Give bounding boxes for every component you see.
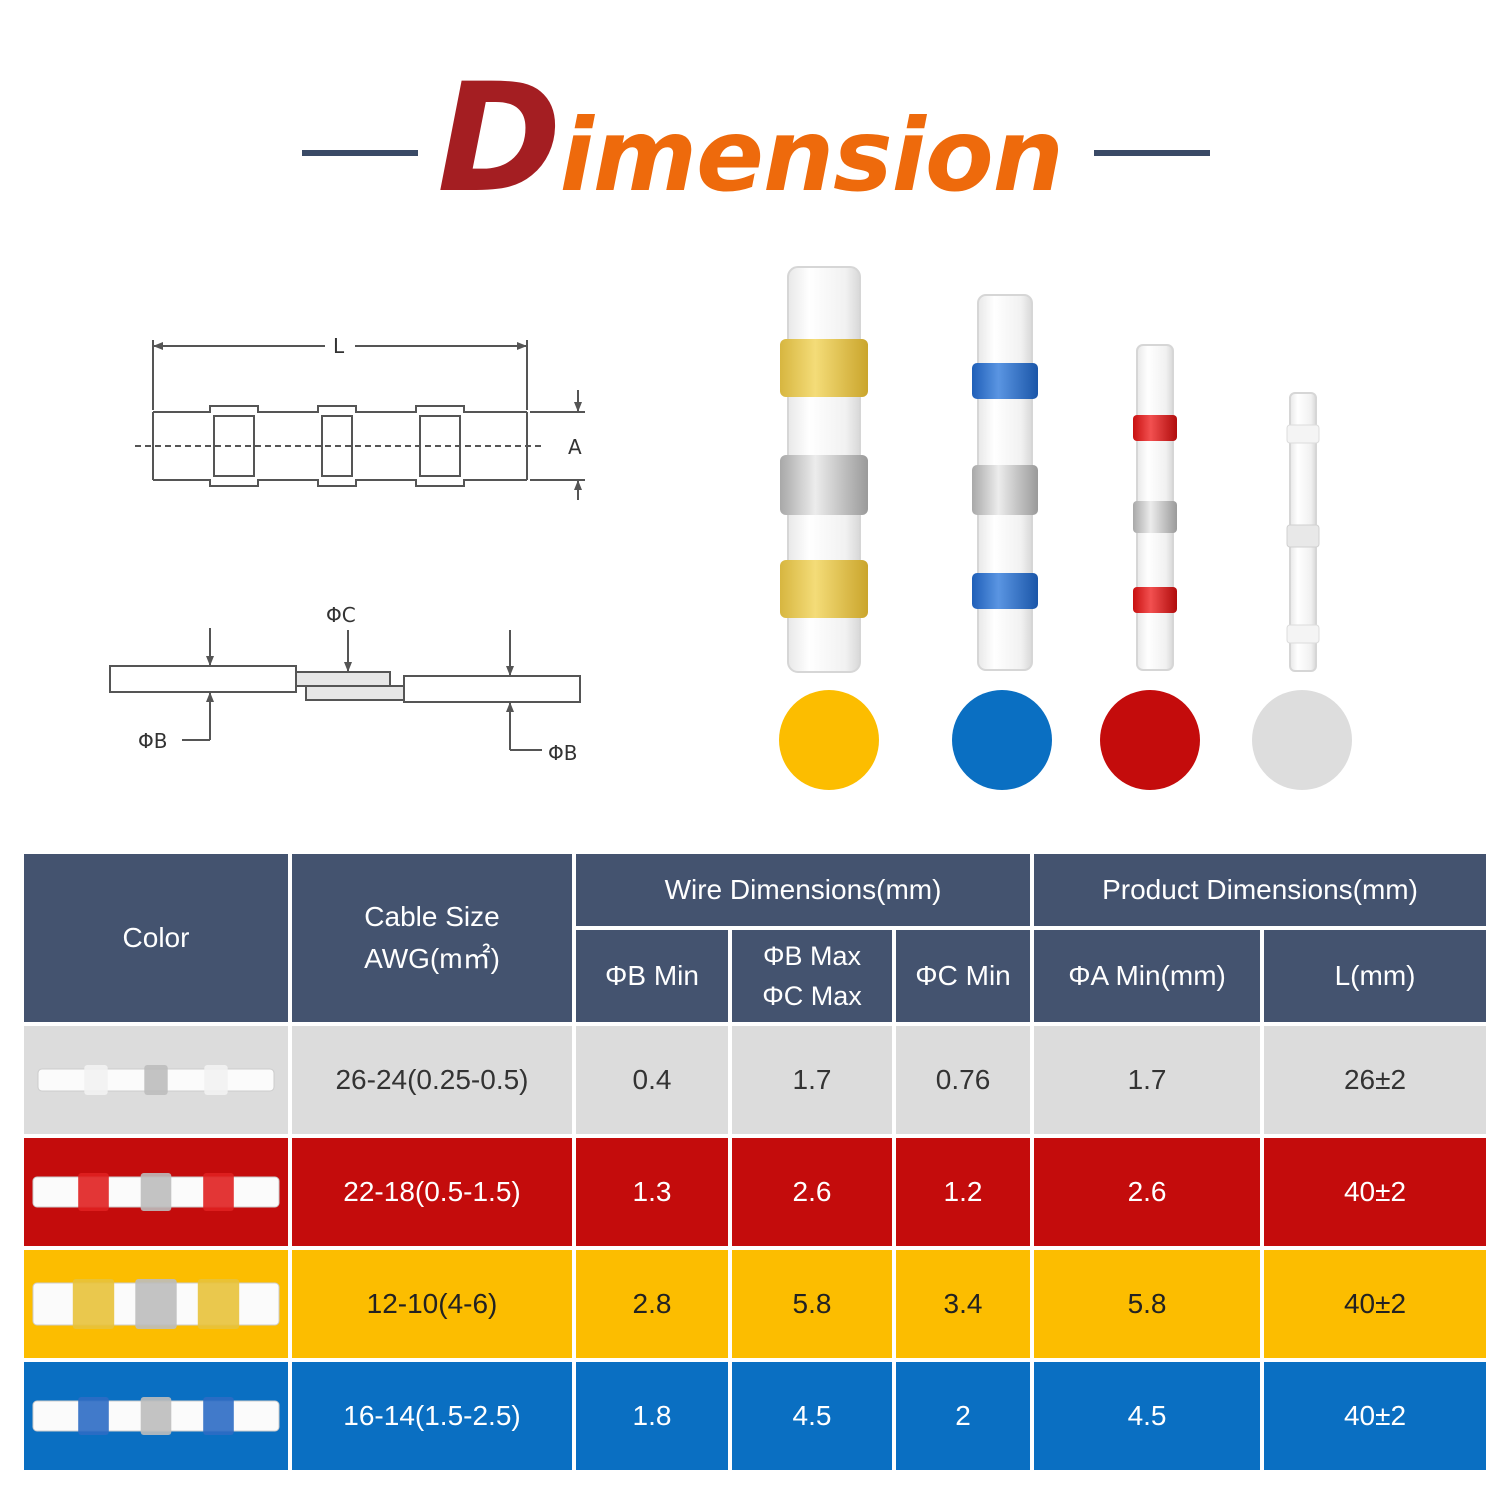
header-a-min: ΦA Min(mm)	[1034, 930, 1261, 1022]
b-max-cell: 1.7	[732, 1026, 892, 1134]
a-min-cell: 2.6	[1034, 1138, 1261, 1246]
spec-table: Color Cable Size AWG(m㎡) Wire Dimensions…	[20, 850, 1490, 1474]
header-b-max: ΦB Max ΦC Max	[732, 930, 892, 1022]
table-row: 26-24(0.25-0.5) 0.4 1.7 0.76 1.7 26±2	[24, 1026, 1487, 1134]
row-connector-cell	[24, 1362, 288, 1470]
page-title: Dimension	[0, 64, 1500, 214]
title-left-line	[302, 150, 418, 156]
row-connector-cell	[24, 1138, 288, 1246]
row-connector-image	[24, 1394, 288, 1438]
table-row: 12-10(4-6) 2.8 5.8 3.4 5.8 40±2	[24, 1250, 1487, 1358]
solder-band	[144, 1065, 168, 1095]
dimension-drawing: L A ΦC ΦB ΦB	[109, 334, 585, 765]
connector-thumbnail	[32, 1173, 280, 1211]
header-cable-size: Cable Size AWG(m㎡)	[292, 854, 572, 1022]
title-first-letter: D	[437, 52, 562, 226]
yellow-connector	[780, 266, 868, 673]
blue-connector	[972, 294, 1038, 671]
swatch-blue	[952, 690, 1052, 790]
header-b-max-line1: ΦB Max	[762, 940, 862, 971]
table-row: 22-18(0.5-1.5) 1.3 2.6 1.2 2.6 40±2	[24, 1138, 1487, 1246]
white-connector	[1286, 392, 1320, 672]
a-min-cell: 4.5	[1034, 1362, 1261, 1470]
header-b-max-line2: ΦC Max	[762, 981, 862, 1011]
b-max-cell: 4.5	[732, 1362, 892, 1470]
product-photos	[780, 266, 1320, 673]
header-wire-dimensions: Wire Dimensions(mm)	[576, 854, 1031, 926]
header-b-min: ΦB Min	[576, 930, 728, 1022]
sealant-band	[72, 1279, 115, 1329]
swatch-yellow	[779, 690, 879, 790]
row-connector-image	[24, 1276, 288, 1332]
c-min-cell: 3.4	[896, 1250, 1031, 1358]
swatch-white	[1252, 690, 1352, 790]
header-cable-size-line2: AWG(m㎡)	[364, 943, 500, 974]
row-connector-cell	[24, 1250, 288, 1358]
b-min-cell: 1.8	[576, 1362, 728, 1470]
a-min-cell: 1.7	[1034, 1026, 1261, 1134]
swatch-red	[1100, 690, 1200, 790]
c-min-cell: 2	[896, 1362, 1031, 1470]
sealant-band	[204, 1065, 228, 1095]
header-length: L(mm)	[1264, 930, 1487, 1022]
header-c-min: ΦC Min	[896, 930, 1031, 1022]
sealant-band	[197, 1279, 240, 1329]
a-min-cell: 5.8	[1034, 1250, 1261, 1358]
length-cell: 40±2	[1264, 1362, 1487, 1470]
length-cell: 40±2	[1264, 1250, 1487, 1358]
length-label: L	[333, 334, 345, 358]
cable-size-cell: 22-18(0.5-1.5)	[292, 1138, 572, 1246]
solder-band	[140, 1173, 172, 1211]
b-max-cell: 5.8	[732, 1250, 892, 1358]
b-min-cell: 2.8	[576, 1250, 728, 1358]
sealant-band	[203, 1397, 234, 1435]
row-connector-image	[24, 1062, 288, 1098]
cable-size-cell: 12-10(4-6)	[292, 1250, 572, 1358]
length-cell: 26±2	[1264, 1026, 1487, 1134]
cable-size-cell: 16-14(1.5-2.5)	[292, 1362, 572, 1470]
title-right-line	[1094, 150, 1210, 156]
header-color: Color	[24, 854, 288, 1022]
length-cell: 40±2	[1264, 1138, 1487, 1246]
sealant-band	[84, 1065, 108, 1095]
red-connector	[1133, 344, 1177, 671]
diameter-a-label: A	[568, 435, 582, 459]
cable-size-cell: 26-24(0.25-0.5)	[292, 1026, 572, 1134]
solder-band	[140, 1397, 172, 1435]
b-min-cell: 1.3	[576, 1138, 728, 1246]
c-min-cell: 0.76	[896, 1026, 1031, 1134]
connector-thumbnail	[32, 1397, 280, 1435]
diameter-c-label: ΦC	[326, 603, 356, 627]
diameter-b-label-right: ΦB	[548, 741, 577, 765]
b-max-cell: 2.6	[732, 1138, 892, 1246]
solder-band	[135, 1279, 177, 1329]
sealant-band	[78, 1397, 109, 1435]
header-cable-size-line1: Cable Size	[364, 901, 500, 932]
c-min-cell: 1.2	[896, 1138, 1031, 1246]
sealant-band	[78, 1173, 109, 1211]
header-product-dimensions: Product Dimensions(mm)	[1034, 854, 1487, 926]
row-connector-cell	[24, 1026, 288, 1134]
sealant-band	[203, 1173, 234, 1211]
diameter-b-label-left: ΦB	[138, 729, 167, 753]
connector-thumbnail	[32, 1279, 280, 1329]
title-rest: imension	[559, 97, 1064, 214]
table-row: 16-14(1.5-2.5) 1.8 4.5 2 4.5 40±2	[24, 1362, 1487, 1470]
b-min-cell: 0.4	[576, 1026, 728, 1134]
row-connector-image	[24, 1170, 288, 1214]
connector-thumbnail	[37, 1065, 275, 1095]
